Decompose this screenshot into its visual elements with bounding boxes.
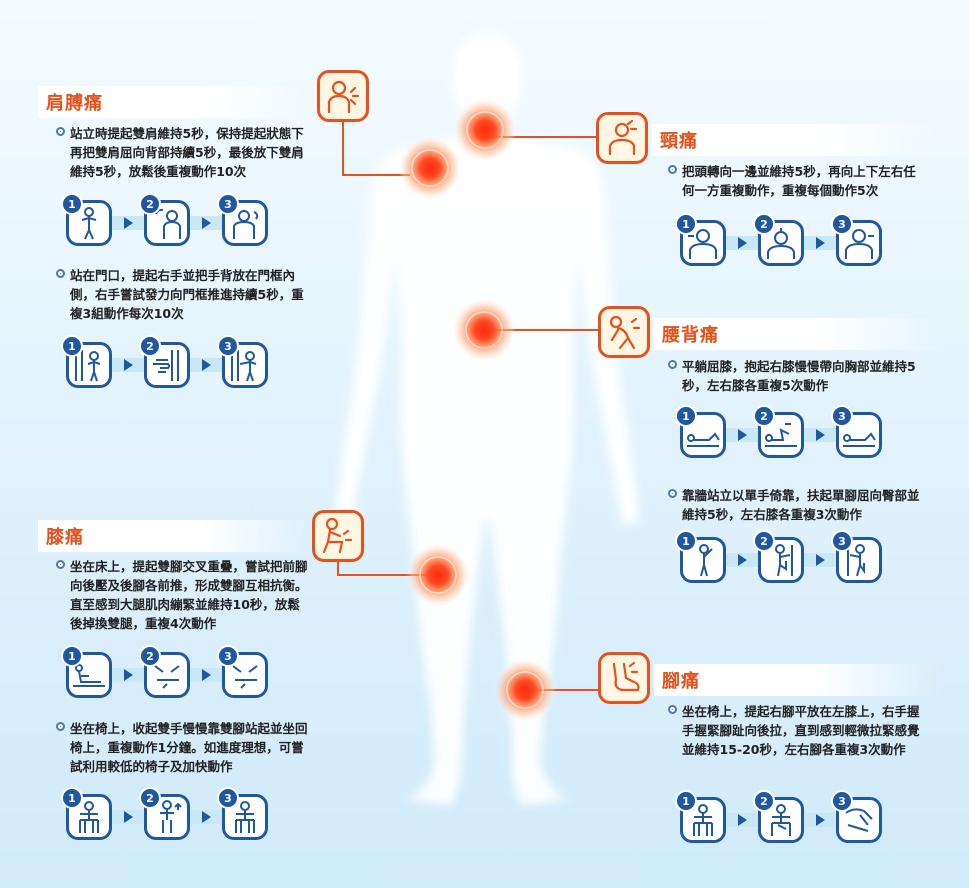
step-arrow — [190, 668, 222, 682]
step-arrow — [726, 236, 758, 250]
shoulder-exercise-2: 站在門口，提起右手並把手背放在門框內側，右手嘗試發力向門框推進持續5秒，重複3組… — [56, 266, 310, 323]
neck-exercise-1: 把頭轉向一邊並維持5秒，再向上下左右任何一方重複動作，重複每個動作5次 — [668, 162, 927, 200]
step-arrow — [190, 358, 222, 372]
foot-title-bar: 腳痛 — [654, 664, 944, 696]
step-arrow — [190, 810, 222, 824]
step-arrow — [726, 553, 758, 567]
step-3: 3 — [831, 213, 882, 266]
step-3: 3 — [217, 193, 268, 246]
shoulder-title: 肩膊痛 — [46, 93, 103, 114]
bullet-icon — [668, 489, 677, 498]
step-2: 2 — [139, 645, 190, 698]
bullet-icon — [668, 705, 677, 714]
step-arrow — [804, 813, 836, 827]
neck-title-bar: 頸痛 — [652, 124, 942, 156]
step-3: 3 — [217, 335, 268, 388]
bullet-icon — [56, 722, 65, 731]
step-2: 2 — [139, 193, 190, 246]
back-exercise-2: 靠牆站立以單手倚靠，扶起單腳屈向臀部並維持5秒，左右膝各重複3次動作 — [668, 486, 927, 524]
step-2: 2 — [139, 787, 190, 840]
step-3: 3 — [217, 787, 268, 840]
step-3: 3 — [217, 645, 268, 698]
shoulder-steps-2: 1 2 3 — [61, 335, 268, 390]
foot-title: 腳痛 — [662, 671, 700, 692]
back-pain-point — [452, 298, 516, 362]
step-arrow — [804, 236, 836, 250]
step-arrow — [190, 216, 222, 230]
step-3: 3 — [831, 530, 882, 583]
step-arrow — [112, 358, 144, 372]
knee-pain-icon — [312, 510, 364, 562]
knee-exercise-1: 坐在床上，提起雙腳交叉重疊，嘗試把前腳向後壓及後腳各前推，形成雙腳互相抗衡。直至… — [56, 557, 310, 633]
knee-exercise-2: 坐在椅上，收起雙手慢慢靠雙腳站起並坐回椅上，重複動作1分鐘。如進度理想，可嘗試利… — [56, 719, 310, 776]
shoulder-exercise-1: 站立時提起雙肩維持5秒，保持提起狀態下再把雙肩屈向背部持續5秒，最後放下雙肩維持… — [56, 124, 310, 181]
bullet-icon — [668, 360, 677, 369]
step-2: 2 — [139, 335, 190, 388]
step-2: 2 — [753, 213, 804, 266]
knee-title-bar: 膝痛 — [38, 520, 308, 552]
step-3: 3 — [831, 790, 882, 843]
step-1: 1 — [675, 213, 726, 266]
neck-title: 頸痛 — [660, 131, 698, 152]
step-3: 3 — [831, 405, 882, 458]
bullet-icon — [56, 560, 65, 569]
knee-steps-2: 1 2 3 — [61, 787, 268, 842]
step-1: 1 — [675, 530, 726, 583]
back-pain-icon — [598, 306, 650, 358]
foot-steps-1: 1 2 3 — [675, 790, 882, 845]
neck-pain-point — [453, 98, 517, 162]
back-steps-2: 1 2 3 — [675, 530, 882, 585]
shoulder-pain-point — [398, 136, 462, 200]
step-arrow — [112, 216, 144, 230]
step-2: 2 — [753, 405, 804, 458]
knee-title: 膝痛 — [46, 527, 84, 548]
step-1: 1 — [61, 645, 112, 698]
bullet-icon — [56, 127, 65, 136]
shoulder-connector — [342, 120, 410, 176]
step-arrow — [804, 428, 836, 442]
bullet-icon — [668, 165, 677, 174]
step-arrow — [112, 810, 144, 824]
neck-steps-1: 1 2 3 — [675, 213, 882, 268]
step-1: 1 — [61, 787, 112, 840]
step-arrow — [726, 428, 758, 442]
knee-steps-1: 1 2 3 — [61, 645, 268, 700]
neck-pain-icon — [596, 112, 648, 164]
foot-pain-icon — [598, 652, 650, 704]
back-steps-1: 1 2 3 — [675, 405, 882, 460]
step-arrow — [804, 553, 836, 567]
step-2: 2 — [753, 790, 804, 843]
bullet-icon — [56, 269, 65, 278]
back-exercise-1: 平躺屈膝，抱起右膝慢慢帶向胸部並維持5秒，左右膝各重複5次動作 — [668, 357, 927, 395]
step-arrow — [112, 668, 144, 682]
back-title: 腰背痛 — [662, 325, 719, 346]
shoulder-title-bar: 肩膊痛 — [38, 86, 308, 118]
back-title-bar: 腰背痛 — [654, 318, 944, 350]
shoulder-steps-1: 1 2 3 — [61, 193, 268, 248]
step-1: 1 — [61, 193, 112, 246]
step-1: 1 — [61, 335, 112, 388]
knee-pain-point — [406, 543, 470, 607]
step-1: 1 — [675, 790, 726, 843]
shoulder-pain-icon — [317, 70, 369, 122]
step-1: 1 — [675, 405, 726, 458]
foot-pain-point — [493, 658, 557, 722]
step-2: 2 — [753, 530, 804, 583]
foot-exercise-1: 坐在椅上，提起右腳平放在左膝上，右手握手握緊腳趾向後拉，直到感到輕微拉緊感覺並維… — [668, 702, 927, 759]
step-arrow — [726, 813, 758, 827]
